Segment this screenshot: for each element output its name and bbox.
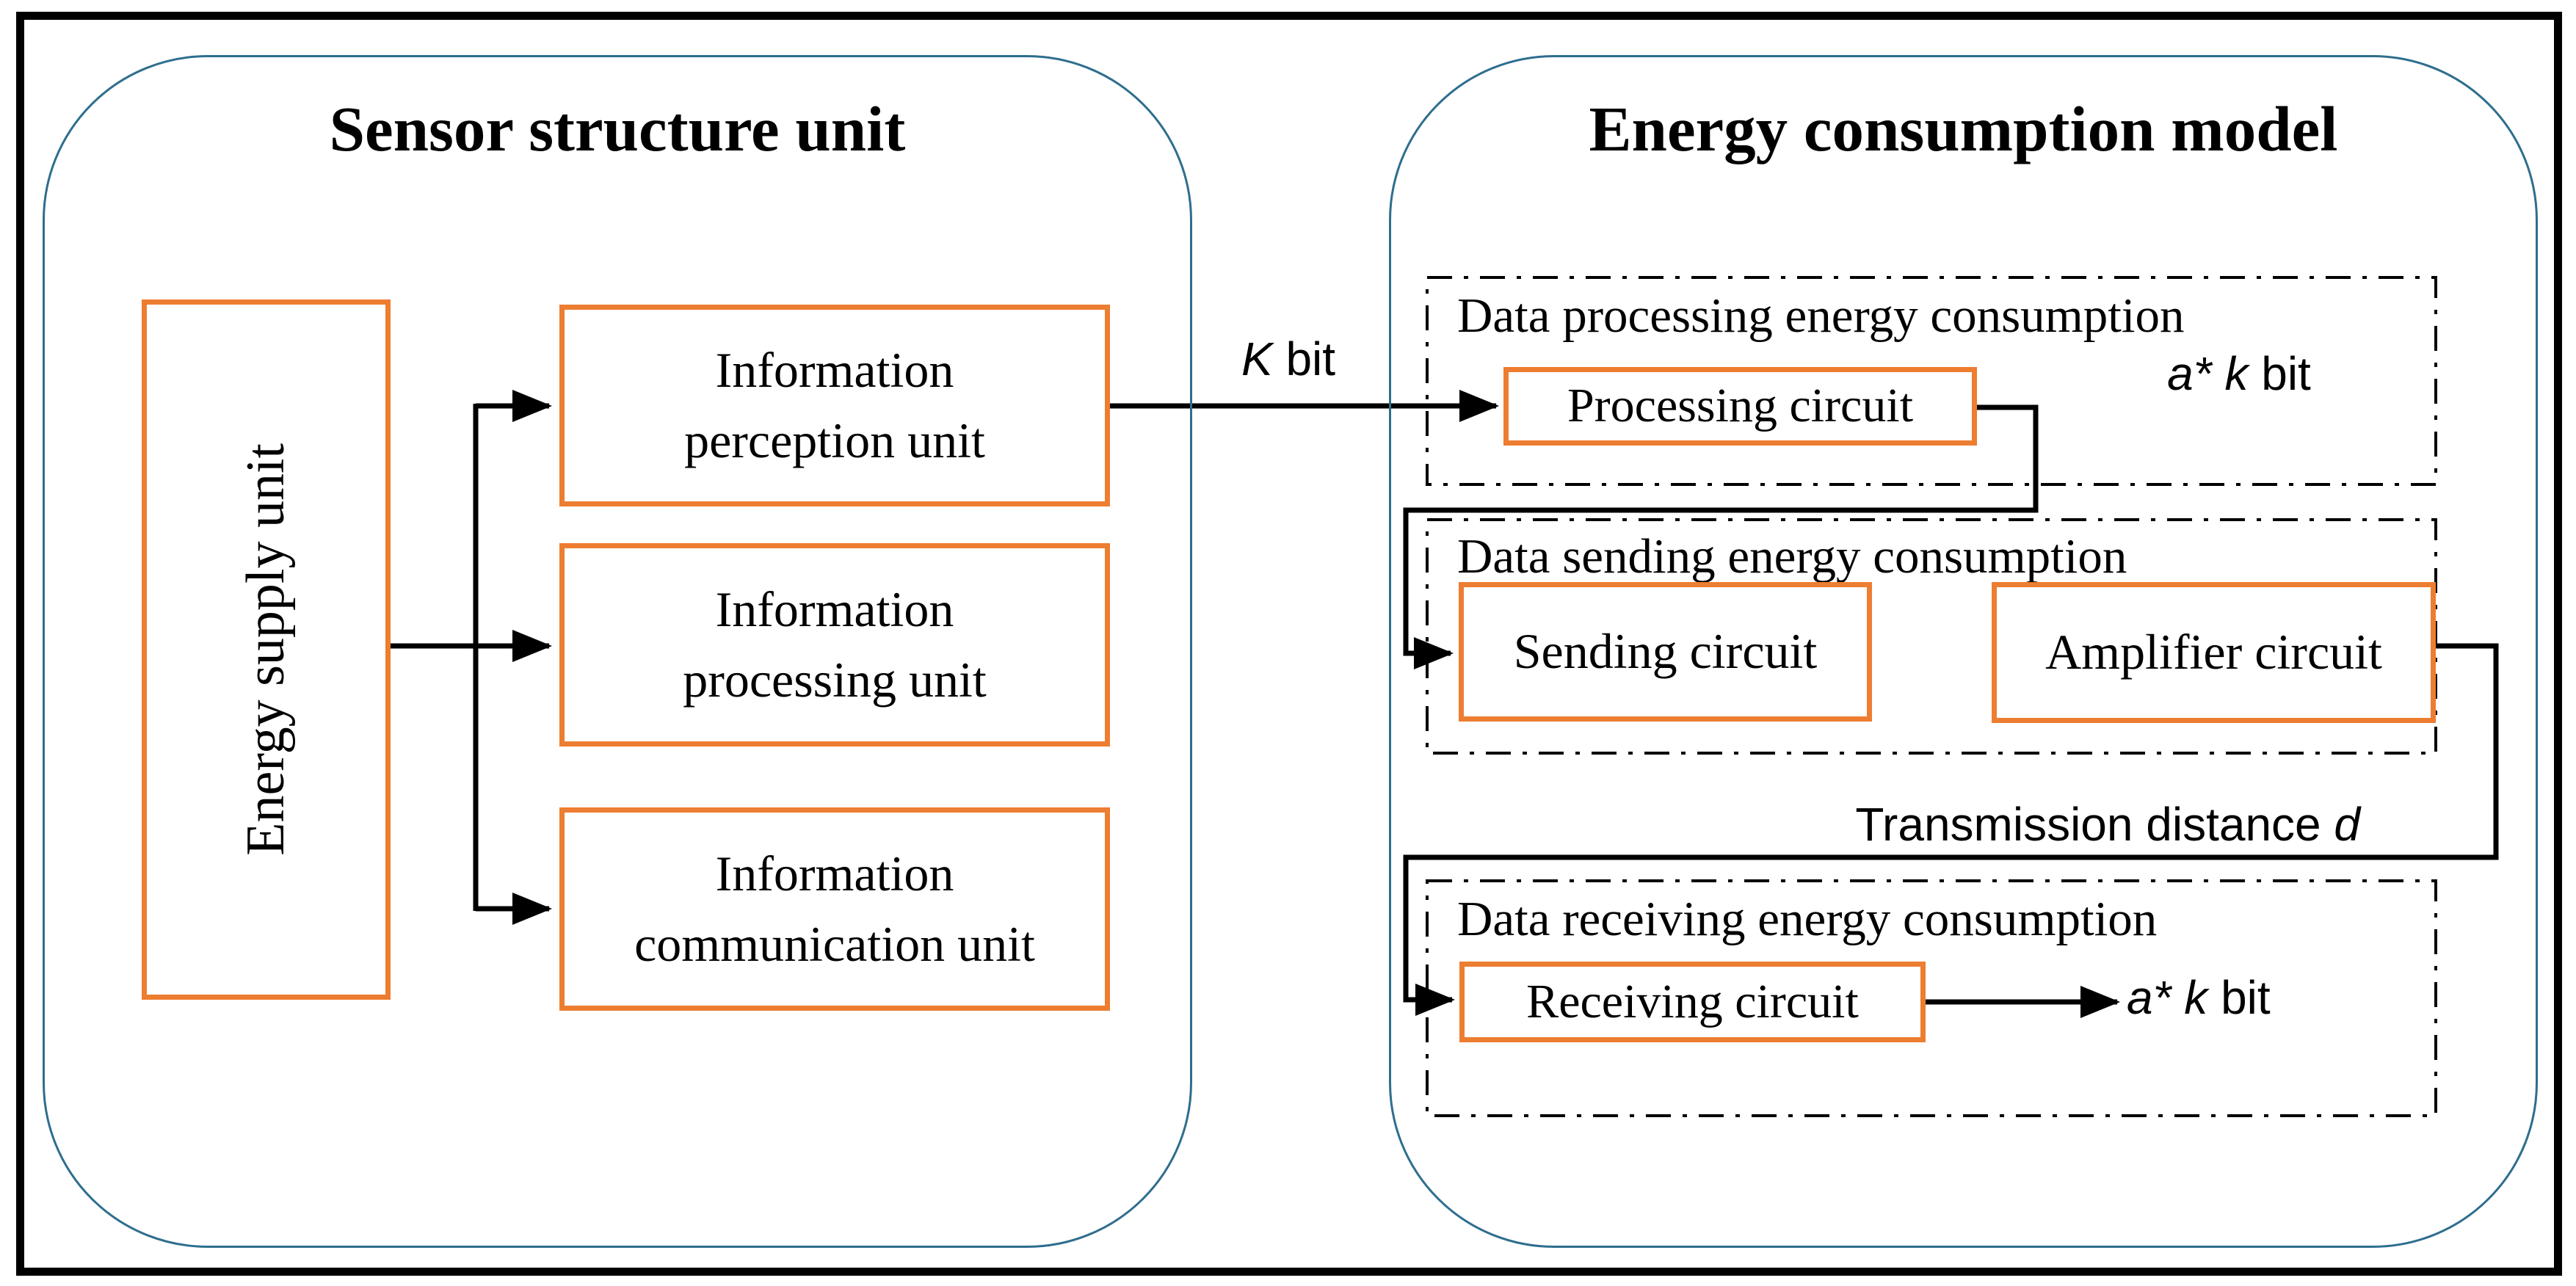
data-processing-caption: Data processing energy consumption xyxy=(1457,288,2185,343)
transmission-distance-label: Transmission distance d xyxy=(1855,798,2360,851)
data-sending-caption: Data sending energy consumption xyxy=(1457,529,2127,584)
energy-supply-unit-box: Energy supply unit xyxy=(142,299,391,1000)
information-communication-unit-box: Information communication unit xyxy=(559,807,1110,1011)
sensor-structure-panel xyxy=(43,55,1192,1248)
sensor-structure-title: Sensor structure unit xyxy=(329,93,906,164)
arrow-processing-to-sending xyxy=(1403,404,2039,669)
k-bit-label: K bit xyxy=(1241,333,1336,385)
information-perception-unit-box: Information perception unit xyxy=(559,305,1110,506)
data-receiving-caption: Data receiving energy consumption xyxy=(1457,892,2158,946)
processing-circuit-label: Processing circuit xyxy=(1567,379,1914,433)
processing-circuit-box: Processing circuit xyxy=(1503,367,1977,446)
outer-frame xyxy=(16,12,2562,1276)
information-processing-unit-box: Information processing unit xyxy=(559,543,1110,746)
data-receiving-section-outline xyxy=(1426,879,2437,1117)
data-processing-section-outline xyxy=(1426,276,2437,486)
amplifier-circuit-label: Amplifier circuit xyxy=(2045,624,2382,680)
sending-circuit-box: Sending circuit xyxy=(1459,582,1872,722)
receiving-circuit-box: Receiving circuit xyxy=(1459,962,1926,1042)
data-sending-section-outline xyxy=(1426,518,2437,755)
ak-bit-label-receiving: a* k bit xyxy=(2127,971,2271,1024)
energy-consumption-panel xyxy=(1389,55,2538,1248)
arrow-amplifier-to-receiving xyxy=(1403,643,2499,1016)
energy-consumption-title: Energy consumption model xyxy=(1589,93,2338,164)
information-communication-unit-label: Information communication unit xyxy=(634,846,1035,972)
ak-bit-label-processing: a* k bit xyxy=(2167,347,2311,400)
energy-supply-unit-label: Energy supply unit xyxy=(235,443,296,856)
sending-circuit-label: Sending circuit xyxy=(1513,623,1818,680)
information-processing-unit-label: Information processing unit xyxy=(683,581,987,708)
receiving-circuit-label: Receiving circuit xyxy=(1526,974,1859,1028)
amplifier-circuit-box: Amplifier circuit xyxy=(1992,582,2436,723)
information-perception-unit-label: Information perception unit xyxy=(684,342,985,468)
